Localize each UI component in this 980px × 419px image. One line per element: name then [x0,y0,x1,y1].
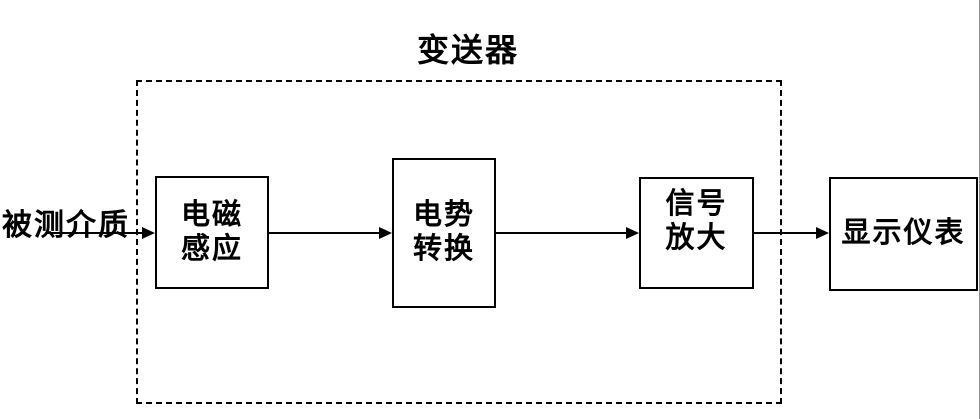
arrowhead-icon [816,227,829,239]
arrow-line-input-to-induction [47,232,143,234]
arrow-line-induction-to-conversion [269,232,380,234]
block-text-line: 转换 [412,233,475,265]
arrowhead-icon [142,227,155,239]
block-text-line: 信号 [665,188,728,221]
transmitter-dashed-boundary [136,80,782,404]
block-electromagnetic-induction: 电磁 感应 [155,176,269,289]
block-text-line: 电势 [412,199,475,232]
arrow-line-conversion-to-amplification [495,232,627,234]
block-display-instrument: 显示仪表 [829,177,978,291]
block-signal-amplification: 信号 放大 [639,177,754,289]
block-potential-conversion: 电势 转换 [392,158,496,308]
block-text-line: 显示仪表 [841,217,966,250]
block-text-line: 放大 [665,222,728,254]
block-text-line: 电磁 [180,198,243,231]
diagram-title-transmitter: 变送器 [417,32,520,68]
block-text-line: 感应 [180,232,243,265]
input-label-measured-medium: 被测介质 [2,209,130,242]
arrowhead-icon [379,227,392,239]
arrowhead-icon [626,227,639,239]
arrow-line-amplification-to-display [753,232,817,234]
